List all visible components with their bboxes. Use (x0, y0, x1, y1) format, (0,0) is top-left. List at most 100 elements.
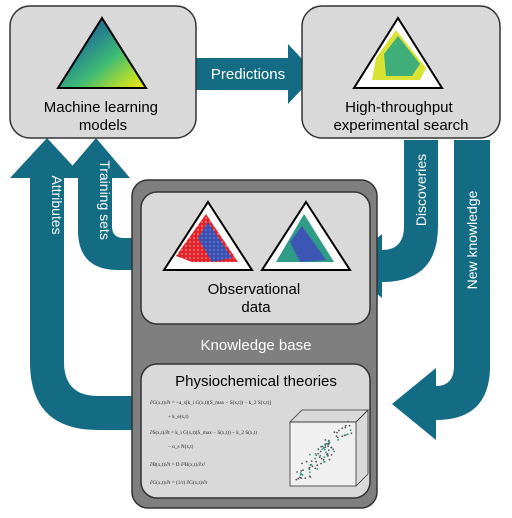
scatter-point (319, 450, 322, 453)
scatter-point (337, 439, 340, 441)
scatter-point (323, 456, 326, 459)
scatter-point (327, 442, 330, 445)
equation-line: + k_e(x,t) (168, 413, 189, 420)
scatter-point (336, 431, 338, 434)
scatter-point (321, 448, 324, 450)
equation-line: − α_s N(x,t) (168, 443, 194, 450)
scatter-point (324, 439, 327, 441)
equations-block: ∂G(x,t)/∂t = −a_s[k_i G(x,t)(S_max − S(x… (150, 399, 271, 486)
scatter-point (350, 432, 353, 435)
scatter-point (311, 465, 314, 468)
ml-models-label: Machine learning models (44, 99, 162, 134)
scatter-point (328, 439, 330, 442)
training-sets-label: Training sets (97, 160, 113, 240)
scatter-point (300, 477, 303, 479)
scatter-point (323, 448, 326, 451)
scatter-point (320, 457, 323, 460)
obs-ternary-green-blue (260, 200, 352, 271)
scatter-point (344, 426, 347, 429)
scatter-point (333, 431, 336, 434)
scatter-point (310, 463, 313, 466)
scatter-point (344, 424, 347, 427)
obs-ternary-red-blue (162, 200, 254, 271)
predictions-label: Predictions (211, 66, 285, 83)
scatter-point (315, 460, 317, 463)
scatter-point (341, 427, 344, 430)
scatter-point (314, 457, 316, 460)
scatter-point (346, 433, 349, 436)
scatter-point (315, 454, 318, 457)
scatter-point (305, 460, 308, 463)
new-knowledge-label: New knowledge (464, 190, 480, 289)
scatter-dots (295, 420, 353, 481)
scatter-point (316, 464, 319, 467)
scatter-point (308, 471, 311, 474)
training-sets-arrow (62, 138, 140, 270)
scatter-point (330, 446, 333, 449)
predictions-arrow (196, 44, 316, 104)
discoveries-label: Discoveries (413, 154, 429, 226)
equation-line: ∂G(x,t)/∂t = (1/r) ∂G(x,t)/∂r (150, 479, 208, 486)
scatter-point (318, 456, 321, 459)
scatter-point (308, 468, 311, 471)
scatter-point (348, 424, 351, 427)
new-knowledge-arrow (392, 140, 490, 440)
scatter-point (345, 434, 347, 436)
scatter-point (320, 445, 322, 448)
hte-search-label: High-throughput experimental search (333, 99, 468, 134)
scatter-point (328, 441, 331, 444)
scatter-point (328, 458, 331, 461)
scatter-point (321, 445, 324, 448)
scatter-point (316, 468, 319, 470)
scatter-point (326, 442, 328, 445)
attributes-label: Attributes (49, 175, 65, 234)
scatter-point (309, 453, 311, 456)
scatter-point (324, 444, 327, 447)
scatter-point (300, 473, 303, 475)
scatter-point (310, 460, 313, 462)
scatter-point (314, 467, 317, 470)
scatter-point (314, 452, 317, 455)
knowledge-base-label: Knowledge base (201, 337, 312, 354)
theories-label: Physiochemical theories (175, 373, 337, 390)
scatter-point (298, 476, 301, 479)
scatter-point (322, 447, 325, 449)
scatter-point (302, 469, 304, 472)
scatter-point (347, 420, 350, 423)
attributes-arrow (10, 138, 132, 430)
scatter-point (323, 461, 325, 463)
scatter-point (326, 452, 329, 455)
scatter-point (300, 470, 303, 472)
scatter-point (338, 429, 340, 432)
scatter-point (317, 452, 320, 455)
equation-line: ∂S(x,t)/∂t = k_i G(x,t)(S_max − S(x,t)) … (150, 429, 257, 436)
scatter-point (317, 448, 320, 451)
ml-ternary-plot (56, 16, 148, 89)
scatter-point (304, 477, 307, 479)
scatter-point (335, 435, 338, 437)
scatter-point (327, 449, 330, 452)
scatter-point (327, 445, 329, 448)
observational-data-label: Observational data (208, 281, 305, 316)
scatter-point (319, 454, 322, 457)
scatter-point (324, 446, 327, 448)
scatter-point (320, 462, 322, 465)
scatter-point (349, 429, 352, 432)
scatter-point (341, 435, 344, 438)
scatter-point (301, 462, 303, 465)
scatter-point (325, 451, 327, 454)
scatter-point (333, 450, 335, 453)
3d-scatter-plot (289, 409, 369, 487)
scatter-point (308, 475, 311, 478)
scatter-point (308, 467, 311, 469)
scatter-point (330, 454, 333, 456)
scatter-point (295, 478, 298, 481)
scatter-point (296, 471, 298, 473)
scatter-point (326, 455, 329, 457)
equation-line: ∂G(x,t)/∂t = −a_s[k_i G(x,t)(S_max − S(x… (150, 399, 271, 406)
scatter-point (336, 436, 339, 439)
scatter-point (322, 459, 325, 461)
equation-line: ∂B(x,t)/∂t = D ∂²B(x,t)/∂x² (150, 461, 206, 468)
scatter-point (332, 448, 334, 451)
